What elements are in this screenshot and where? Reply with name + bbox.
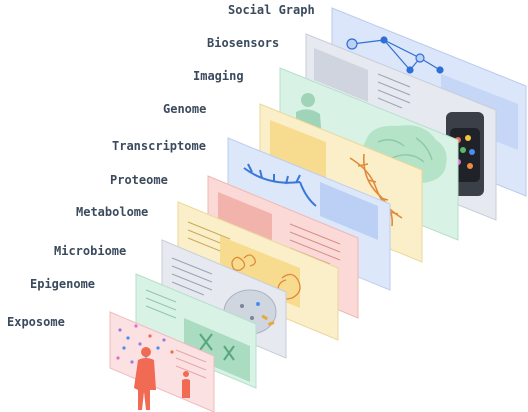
protein-structure-icon [231,254,301,300]
label-exposome: Exposome [7,315,65,329]
label-imaging: Imaging [193,69,244,83]
social-network-icon [346,36,444,74]
human-figure-icon [134,347,190,410]
chromosome-icon [199,333,235,361]
label-epigenome: Epigenome [30,277,96,291]
label-biosensors: Biosensors [207,36,280,50]
dna-helix-icon [349,153,403,227]
label-transcriptome: Transcriptome [112,139,206,153]
label-genome: Genome [163,102,207,116]
layer-epigenome-panel [135,273,257,389]
layer-exposome-panel [109,311,215,412]
label-metabolome: Metabolome [76,205,149,219]
label-proteome: Proteome [110,173,168,187]
label-microbiome: Microbiome [54,244,127,258]
label-social-graph: Social Graph [228,3,315,17]
particle-cloud-icon [116,324,174,364]
rna-strand-icon [243,163,317,207]
